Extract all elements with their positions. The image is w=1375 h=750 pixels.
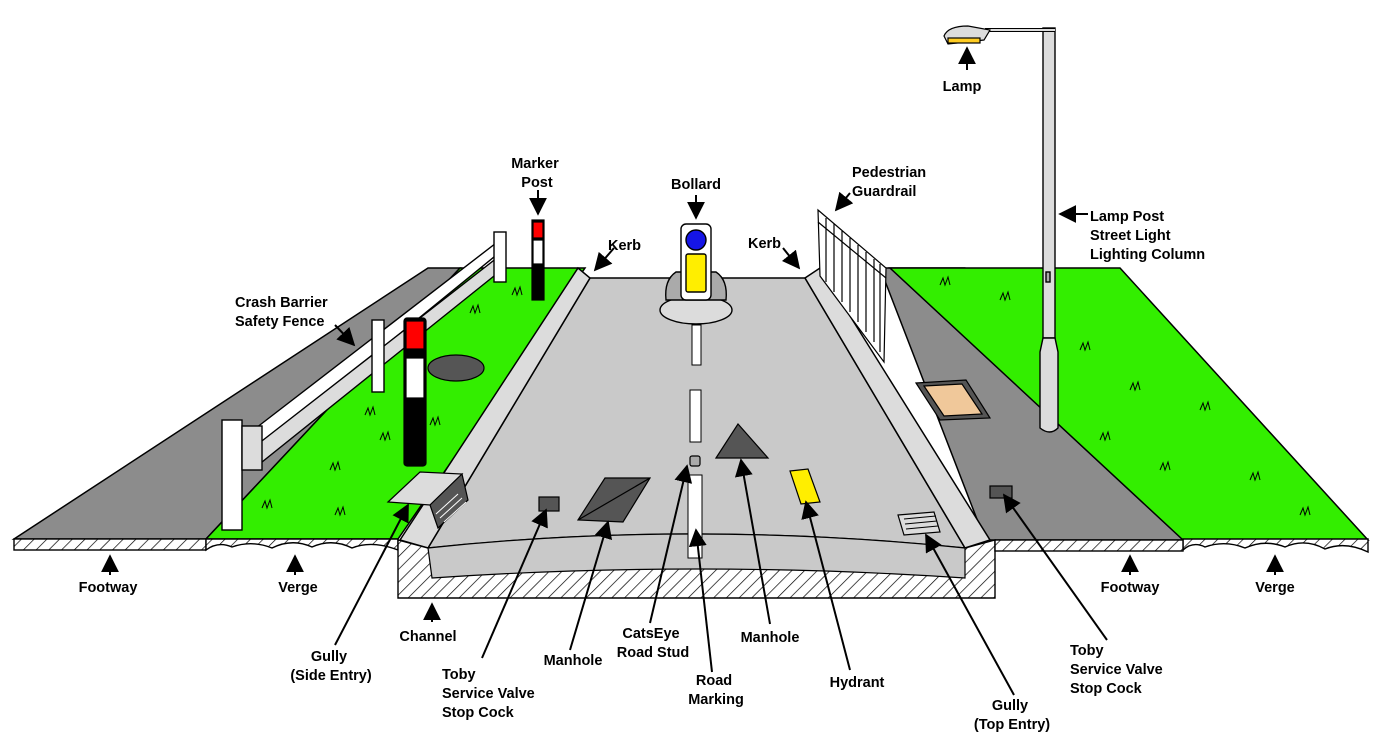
manhole-right-cover <box>714 423 770 459</box>
crash-barrier <box>221 231 507 531</box>
label-kerb-right: Kerb <box>748 236 781 252</box>
verge-manhole-cover <box>427 354 485 382</box>
label-road-marking: Road Marking <box>688 673 744 708</box>
text-labels: Lamp Lamp Post Street Light Lighting Col… <box>79 79 1295 733</box>
footway-service-cover <box>914 379 992 421</box>
catseye-stud <box>689 455 701 467</box>
label-catseye: CatsEye Road Stud <box>617 626 690 661</box>
gully-side-entry <box>386 471 469 530</box>
label-crash-barrier: Crash Barrier Safety Fence <box>235 295 332 330</box>
toby-left-cover <box>538 496 560 512</box>
lamp-head <box>943 25 991 45</box>
label-toby-left: Toby Service Valve Stop Cock <box>442 667 539 721</box>
label-toby-right: Toby Service Valve Stop Cock <box>1070 643 1167 697</box>
label-verge-right: Verge <box>1255 580 1295 596</box>
pedestrian-guardrail <box>817 208 887 364</box>
footway-left-section <box>13 538 207 551</box>
verge-left-section <box>205 538 399 552</box>
bollard <box>659 223 733 325</box>
label-channel: Channel <box>399 629 456 645</box>
marker-post-far <box>531 219 545 301</box>
label-hydrant: Hydrant <box>830 675 885 691</box>
verge-right-section <box>1182 538 1369 554</box>
label-footway-right: Footway <box>1101 580 1160 596</box>
label-kerb-left: Kerb <box>608 238 641 254</box>
label-lamp: Lamp <box>943 79 982 95</box>
marker-post-near <box>403 317 427 467</box>
label-manhole-left: Manhole <box>544 653 603 669</box>
label-verge-left: Verge <box>278 580 318 596</box>
label-footway-left: Footway <box>79 580 138 596</box>
footway-right-section <box>994 539 1184 552</box>
label-pedestrian-guardrail: Pedestrian Guardrail <box>852 165 930 200</box>
label-manhole-right: Manhole <box>741 630 800 646</box>
label-gully-top: Gully (Top Entry) <box>974 698 1050 733</box>
lamp-post <box>985 27 1059 433</box>
grass-tufts <box>261 275 1311 517</box>
gully-top-entry <box>897 511 941 536</box>
label-lamp-post: Lamp Post Street Light Lighting Column <box>1090 209 1205 263</box>
pointer-arrows <box>101 46 1284 696</box>
hydrant-cover <box>789 468 821 505</box>
label-bollard: Bollard <box>671 177 721 193</box>
toby-right-cover <box>989 485 1013 499</box>
label-marker-post: Marker Post <box>511 156 563 191</box>
label-gully-side: Gully (Side Entry) <box>290 649 372 684</box>
